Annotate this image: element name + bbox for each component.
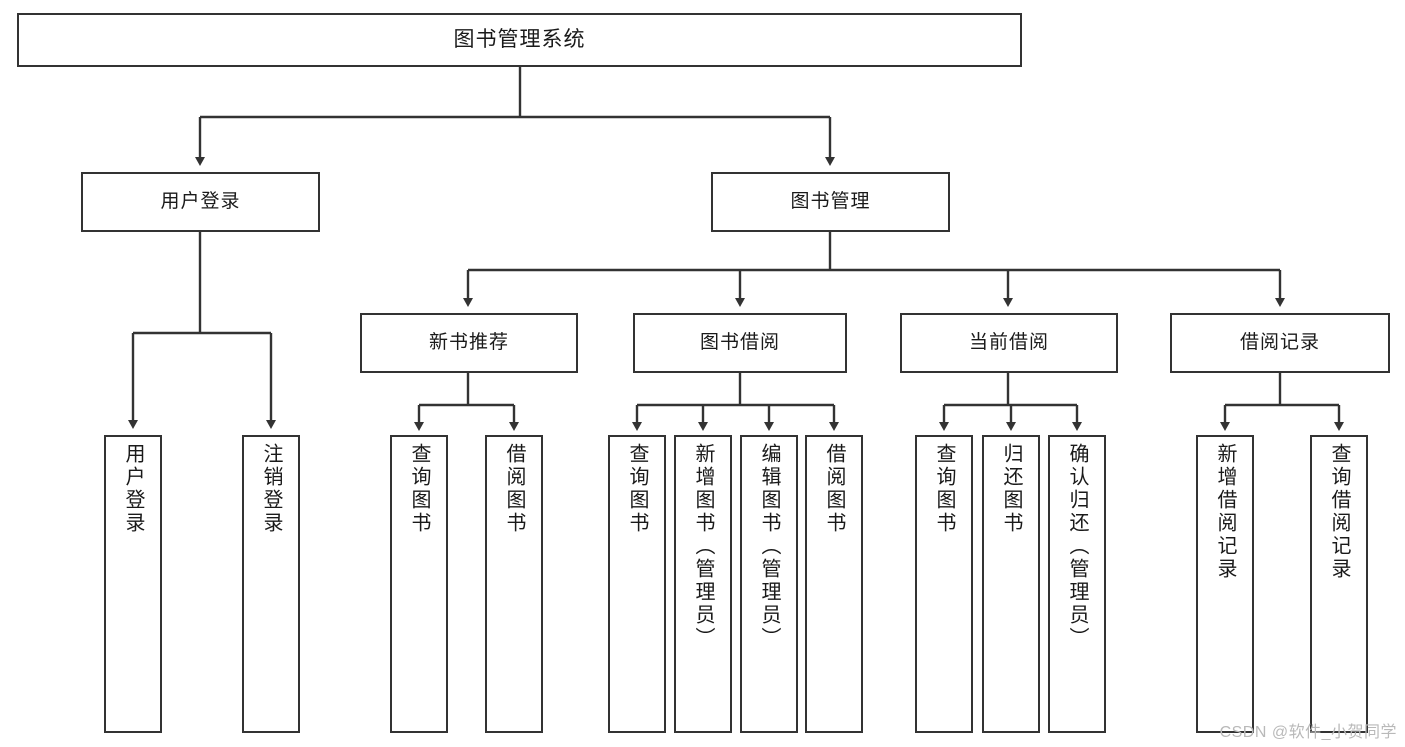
node-leaf-return-book-label: 归还图书 bbox=[1000, 443, 1022, 535]
node-book-manage-label: 图书管理 bbox=[790, 191, 871, 213]
node-current-borrow-label: 当前借阅 bbox=[968, 332, 1049, 354]
node-leaf-borrow-book-2-label: 借阅图书 bbox=[823, 443, 845, 535]
node-borrow-record-label: 借阅记录 bbox=[1239, 332, 1320, 354]
node-leaf-query-borrow-record[interactable]: 查询借阅记录 bbox=[1310, 435, 1368, 733]
node-leaf-borrow-book-1-label: 借阅图书 bbox=[503, 443, 525, 535]
node-leaf-borrow-book-1[interactable]: 借阅图书 bbox=[485, 435, 543, 733]
node-leaf-add-borrow-record[interactable]: 新增借阅记录 bbox=[1196, 435, 1254, 733]
node-book-manage[interactable]: 图书管理 bbox=[711, 172, 950, 232]
node-new-book-recommend[interactable]: 新书推荐 bbox=[360, 313, 578, 373]
node-leaf-query-book-2-label: 查询图书 bbox=[626, 443, 648, 535]
node-leaf-query-book-1-label: 查询图书 bbox=[408, 443, 430, 535]
node-leaf-user-login[interactable]: 用户登录 bbox=[104, 435, 162, 733]
node-leaf-query-borrow-record-label: 查询借阅记录 bbox=[1328, 443, 1350, 581]
node-leaf-user-logout[interactable]: 注销登录 bbox=[242, 435, 300, 733]
node-leaf-confirm-return[interactable]: 确认归还（管理员） bbox=[1048, 435, 1106, 733]
csdn-watermark: CSDN @软件_小贺同学 bbox=[1219, 724, 1397, 741]
node-leaf-confirm-return-label: 确认归还（管理员） bbox=[1066, 443, 1088, 650]
node-leaf-user-logout-label: 注销登录 bbox=[260, 443, 282, 535]
node-leaf-add-borrow-record-label: 新增借阅记录 bbox=[1214, 443, 1236, 581]
node-leaf-return-book[interactable]: 归还图书 bbox=[982, 435, 1040, 733]
node-leaf-edit-book-label: 编辑图书（管理员） bbox=[758, 443, 780, 650]
node-user-login-label: 用户登录 bbox=[160, 191, 241, 213]
node-leaf-query-book-3[interactable]: 查询图书 bbox=[915, 435, 973, 733]
node-leaf-query-book-2[interactable]: 查询图书 bbox=[608, 435, 666, 733]
node-leaf-query-book-3-label: 查询图书 bbox=[933, 443, 955, 535]
node-root-label: 图书管理系统 bbox=[453, 28, 586, 52]
node-leaf-user-login-label: 用户登录 bbox=[122, 443, 144, 535]
node-new-book-recommend-label: 新书推荐 bbox=[428, 332, 509, 354]
node-leaf-query-book-1[interactable]: 查询图书 bbox=[390, 435, 448, 733]
node-current-borrow[interactable]: 当前借阅 bbox=[900, 313, 1118, 373]
node-leaf-add-book-label: 新增图书（管理员） bbox=[692, 443, 714, 650]
node-root[interactable]: 图书管理系统 bbox=[17, 13, 1022, 67]
node-leaf-add-book[interactable]: 新增图书（管理员） bbox=[674, 435, 732, 733]
node-book-borrow-label: 图书借阅 bbox=[699, 332, 780, 354]
node-book-borrow[interactable]: 图书借阅 bbox=[633, 313, 847, 373]
node-user-login[interactable]: 用户登录 bbox=[81, 172, 320, 232]
node-borrow-record[interactable]: 借阅记录 bbox=[1170, 313, 1390, 373]
node-leaf-edit-book[interactable]: 编辑图书（管理员） bbox=[740, 435, 798, 733]
node-leaf-borrow-book-2[interactable]: 借阅图书 bbox=[805, 435, 863, 733]
